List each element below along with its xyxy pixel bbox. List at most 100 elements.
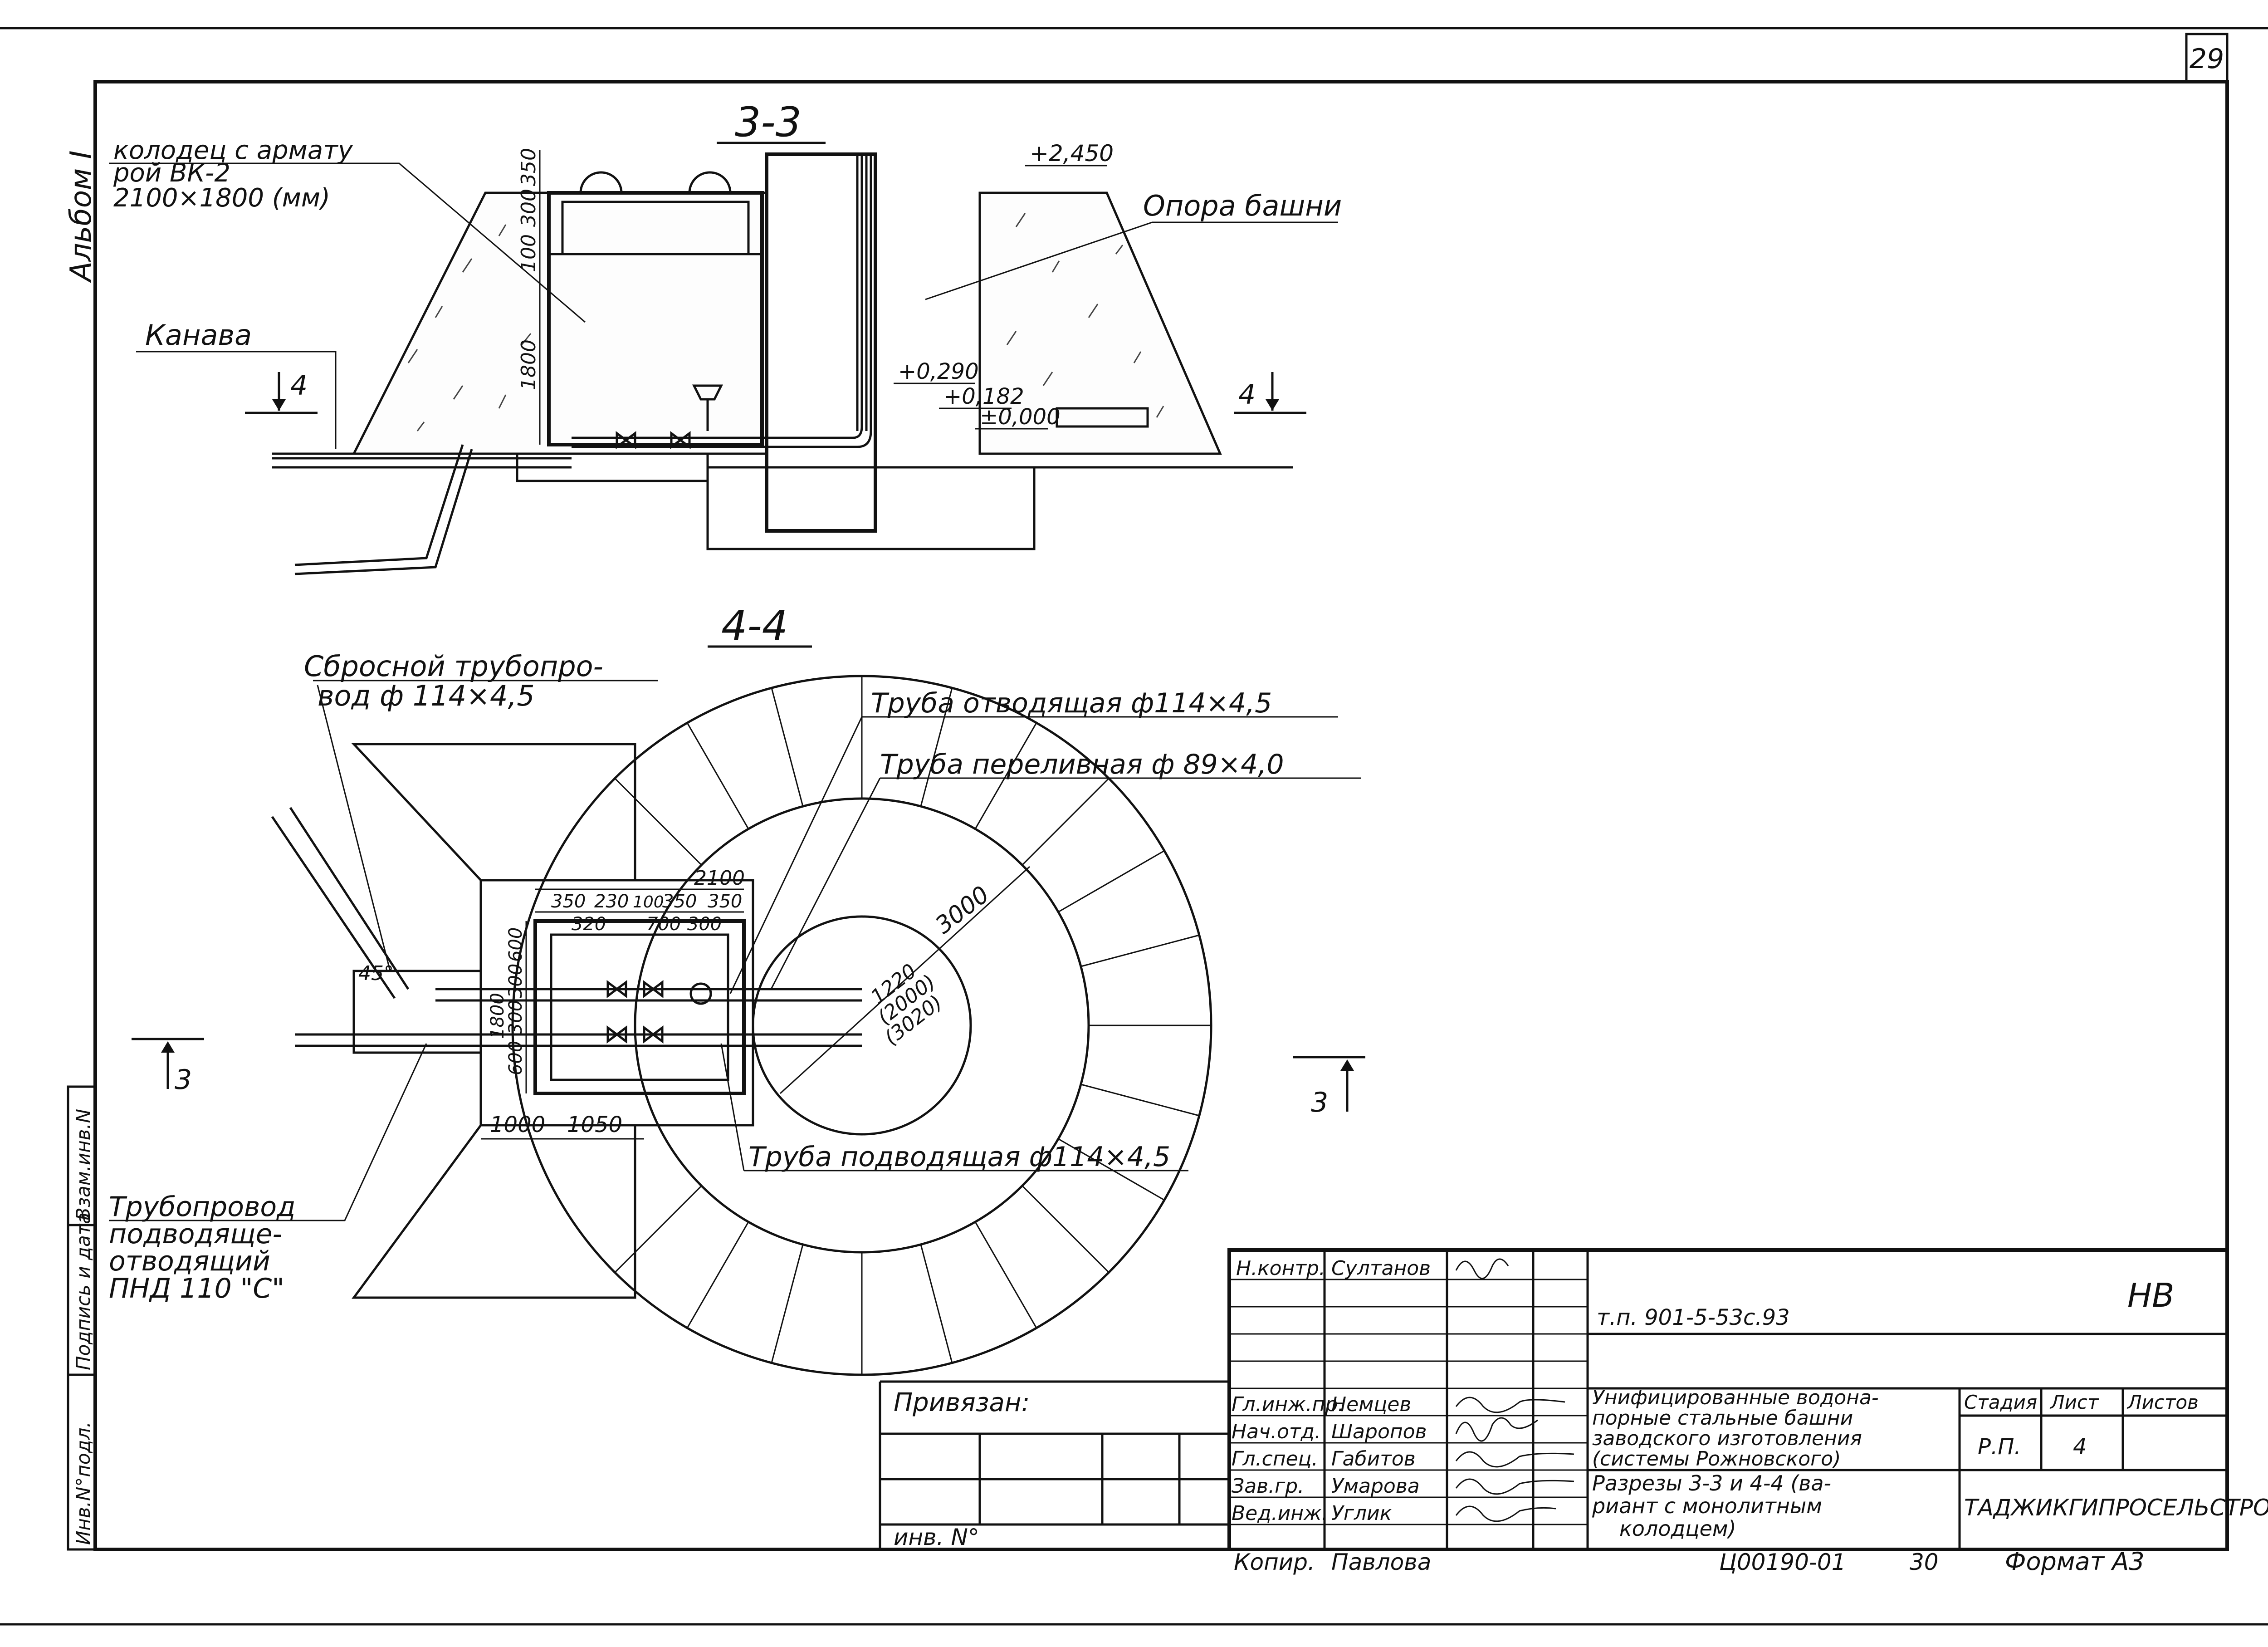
dim-100: 100	[517, 234, 540, 272]
foundation-left	[352, 191, 768, 455]
well-box	[547, 191, 764, 446]
drain-pipe-section	[294, 444, 473, 575]
dim-230: 230	[594, 891, 629, 912]
elevation-3: ±0,000	[980, 404, 1061, 430]
dim-600b: 600	[505, 1041, 526, 1075]
description-1: Унифицированные водона-	[1592, 1386, 1879, 1409]
dim-300v: 300	[505, 964, 526, 998]
copy-name: Павлова	[1331, 1549, 1431, 1575]
dim-300v2: 300	[505, 1000, 526, 1034]
support-leader	[925, 221, 1338, 300]
inlet-leader	[720, 1043, 1188, 1172]
sheet-title-2: риант с монолитным	[1592, 1494, 1822, 1518]
elevation-2: +0,182	[943, 384, 1024, 409]
role-5: Гл.инж.пр.	[1232, 1393, 1344, 1416]
sheet-value: 4	[2073, 1434, 2087, 1460]
inlet-pipe-plan	[295, 1033, 862, 1047]
cut-3-right: 3	[1311, 1087, 1328, 1118]
ring-radials	[614, 676, 1211, 1375]
dim-600a: 600	[505, 927, 526, 962]
inlet-pipe-label: Труба подводящая ф114×4,5	[748, 1141, 1170, 1173]
dim-1050: 1050	[567, 1112, 622, 1137]
stage-mark: НВ	[2127, 1276, 2175, 1314]
side-stamp: Взам.инв.N Подпись и дата Инв.N°подл.	[67, 1085, 97, 1551]
hatch-covers	[579, 171, 732, 193]
pipeline-label-2: подводяще-	[109, 1218, 282, 1250]
name-7: Габитов	[1331, 1447, 1416, 1471]
description-4: (системы Рожновского)	[1592, 1447, 1841, 1471]
valves-plan	[606, 980, 664, 1044]
page-number: 29	[2190, 43, 2224, 75]
cut-4-left: 4	[290, 370, 308, 402]
dim-320: 320	[572, 914, 606, 935]
section-4-4: 4-4	[109, 602, 1365, 1376]
format-label: Формат А3	[2005, 1547, 2145, 1576]
dim-1800: 1800	[517, 339, 540, 390]
dim-350a: 350	[551, 891, 586, 912]
dim-350b: 350	[662, 891, 697, 912]
well-label-2: рой ВК-2	[113, 158, 230, 188]
role-9: Вед.инж.	[1232, 1502, 1328, 1525]
pipeline-label-1: Трубопровод	[109, 1191, 296, 1223]
stamp-original-inv: Инв.N°подл.	[72, 1422, 94, 1545]
platform-bottom-left	[352, 1124, 636, 1299]
drawing-frame	[93, 80, 2229, 1551]
organization: ТАДЖИКГИПРОСЕЛЬСТРОЙ	[1964, 1494, 2268, 1521]
outlet-pipe-plan	[435, 988, 862, 1002]
section-3-3-title: 3-3	[735, 98, 802, 146]
archive-code: Ц00190-01	[1719, 1549, 1846, 1575]
stamp-replace-inv: Взам.инв.N	[72, 1109, 94, 1221]
archive-number: 30	[1910, 1549, 1939, 1575]
elevation-top: +2,450	[1030, 140, 1114, 167]
dim-1800-plan: 1800	[487, 993, 508, 1039]
tower-shaft	[765, 152, 877, 533]
dim-350c: 350	[708, 891, 742, 912]
valves-section	[616, 431, 691, 449]
binding-inv: инв. N°	[894, 1524, 979, 1550]
dim-350: 350	[517, 148, 540, 186]
name-5: Немцев	[1331, 1393, 1411, 1416]
dim-700: 700	[646, 914, 681, 935]
section-3-3: 3-3	[109, 98, 1342, 575]
role-6: Нач.отд.	[1232, 1420, 1321, 1443]
role-0: Н.контр.	[1236, 1257, 1325, 1280]
drain-pipe-plan	[271, 807, 410, 999]
pipeline-label-4: ПНД 110 "С"	[109, 1273, 284, 1304]
dim-2100: 2100	[694, 867, 745, 890]
angle-label: 45°	[358, 962, 394, 985]
valve-handle	[692, 384, 723, 431]
role-8: Зав.гр.	[1232, 1475, 1304, 1498]
drain-label-2: вод ф 114×4,5	[318, 679, 535, 712]
cut-3-left: 3	[175, 1064, 192, 1096]
drain-label-1: Сбросной трубопро-	[304, 650, 603, 683]
doc-code: т.п. 901-5-53с.93	[1597, 1305, 1790, 1330]
well-plan	[479, 879, 754, 1127]
signatures	[1455, 1258, 1574, 1522]
album-label: Альбом I	[64, 150, 98, 283]
copy-role: Копир.	[1234, 1549, 1315, 1575]
well-label-3: 2100×1800 (мм)	[113, 183, 330, 213]
title-block: Н.контр. Султанов Гл.инж.пр. Немцев Нач.…	[1227, 1248, 2268, 1576]
dim-3000: 3000	[930, 881, 994, 939]
ditch-leader	[136, 351, 337, 449]
well-label-1: колодец с армату	[113, 136, 353, 165]
pipeline-label-3: отводящий	[109, 1245, 270, 1277]
lower-footing	[706, 466, 1036, 550]
binding-block: Привязан: инв. N°	[879, 1380, 1229, 1550]
well-chamber	[533, 919, 746, 1095]
name-0: Султанов	[1331, 1257, 1431, 1280]
name-9: Углик	[1331, 1502, 1392, 1525]
name-8: Умарова	[1331, 1475, 1420, 1498]
role-7: Гл.спец.	[1232, 1447, 1318, 1471]
name-6: Шаропов	[1331, 1420, 1427, 1443]
description-3: заводского изготовления	[1592, 1427, 1862, 1450]
sheet-title-1: Разрезы 3-3 и 4-4 (ва-	[1592, 1471, 1831, 1495]
drain-leader	[317, 685, 391, 971]
page-number-box	[2185, 33, 2229, 83]
pipe-in-section	[572, 154, 863, 439]
pipeline-leader	[109, 1043, 427, 1221]
description-2: порные стальные башни	[1592, 1407, 1853, 1430]
binding-label: Привязан:	[894, 1388, 1030, 1417]
cut-4-right: 4	[1238, 379, 1256, 411]
